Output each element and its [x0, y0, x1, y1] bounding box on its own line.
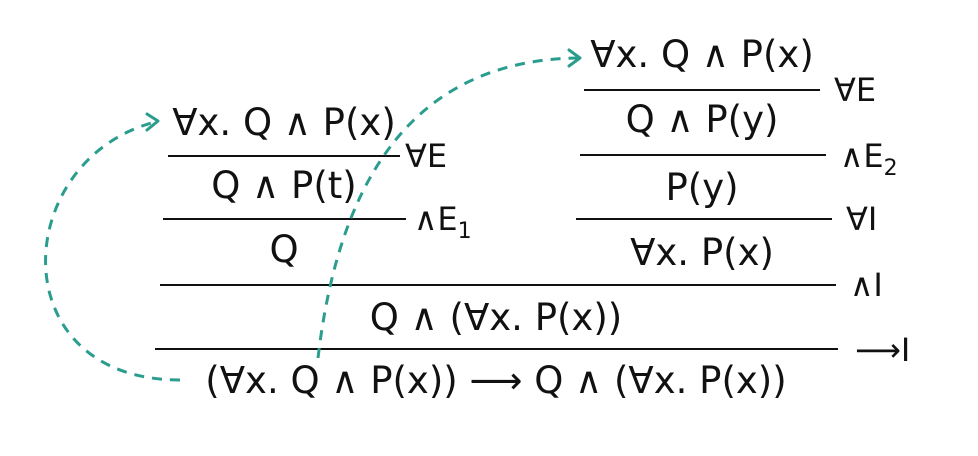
- left-rule-and-elim-1: ∧E1: [414, 200, 472, 244]
- conjunction-formula: Q ∧ (∀x. P(x)): [370, 296, 622, 339]
- right-step2: P(y): [665, 166, 738, 209]
- right-rule-and-elim-2: ∧E2: [840, 137, 898, 181]
- discharge-arrowhead-left: [145, 112, 160, 132]
- right-assumption: ∀x. Q ∧ P(x): [590, 33, 814, 76]
- left-step2: Q: [269, 228, 298, 271]
- right-rule-forall-intro: ∀I: [846, 200, 877, 238]
- left-rule-forall-elim: ∀E: [405, 137, 447, 175]
- rule-and-intro: ∧I: [850, 266, 883, 304]
- right-step3: ∀x. P(x): [630, 231, 774, 274]
- conclusion-formula: (∀x. Q ∧ P(x)) ⟶ Q ∧ (∀x. P(x)): [205, 359, 786, 402]
- right-rule-forall-elim: ∀E: [834, 71, 876, 109]
- left-step1: Q ∧ P(t): [211, 164, 356, 207]
- left-assumption: ∀x. Q ∧ P(x): [172, 101, 396, 144]
- discharge-arrowhead-right: [567, 48, 582, 68]
- discharge-arrow-left: [44, 120, 181, 382]
- discharge-arrow-right: [316, 56, 579, 359]
- right-step1: Q ∧ P(y): [626, 98, 779, 141]
- rule-implies-intro: ⟶I: [855, 331, 910, 369]
